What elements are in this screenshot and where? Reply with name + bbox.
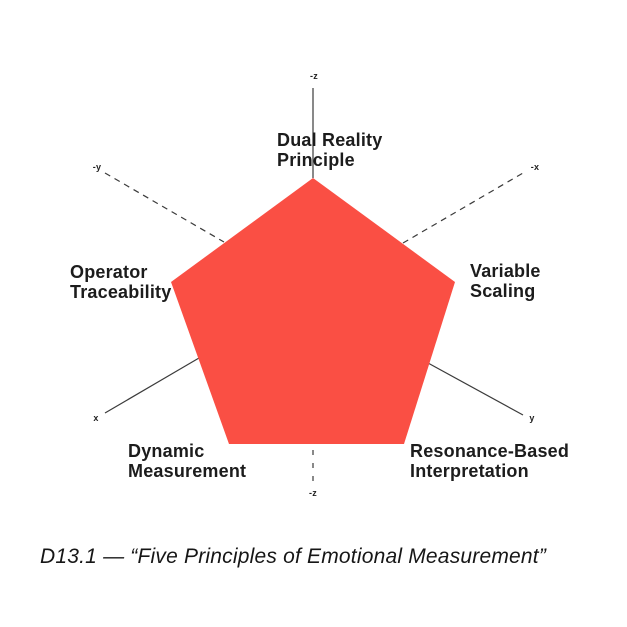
vertex-label-operator-traceability: Operator Traceability bbox=[70, 262, 172, 302]
vertex-label-dual-reality-principle: Dual Reality Principle bbox=[277, 130, 383, 170]
axis-label-neg-z-down: -z bbox=[308, 488, 318, 498]
vertex-label-line: Traceability bbox=[70, 281, 172, 302]
vertex-label-line: Variable bbox=[470, 261, 541, 281]
figure-caption: D13.1 — “Five Principles of Emotional Me… bbox=[40, 545, 547, 568]
axis-label-y: y bbox=[529, 413, 535, 423]
axis-label-neg-y: -y bbox=[92, 162, 102, 172]
vertex-label-line: Scaling bbox=[470, 280, 536, 301]
axis-line-y bbox=[427, 362, 524, 416]
axis-label-neg-z-up: -z bbox=[309, 71, 319, 81]
axis-line-x bbox=[104, 357, 200, 414]
vertex-label-resonance-based-interpretation: Resonance-Based Interpretation bbox=[410, 441, 570, 481]
vertex-label-line: Interpretation bbox=[410, 460, 529, 481]
vertex-label-dynamic-measurement: Dynamic Measurement bbox=[128, 441, 247, 481]
vertex-label-line: Measurement bbox=[128, 460, 247, 481]
vertex-label-line: Operator bbox=[70, 262, 148, 282]
axis-line-neg-x bbox=[402, 172, 524, 244]
vertex-label-variable-scaling: Variable Scaling bbox=[470, 261, 541, 301]
vertex-label-line: Dynamic bbox=[128, 441, 205, 461]
vertex-label-line: Resonance-Based bbox=[410, 441, 570, 461]
axis-label-neg-x: -x bbox=[530, 162, 540, 172]
axis-label-x: x bbox=[93, 413, 99, 423]
vertex-label-line: Principle bbox=[277, 149, 355, 170]
pentagon-shape bbox=[171, 178, 455, 444]
axis-line-neg-y bbox=[104, 172, 225, 243]
vertex-label-line: Dual Reality bbox=[277, 130, 383, 150]
